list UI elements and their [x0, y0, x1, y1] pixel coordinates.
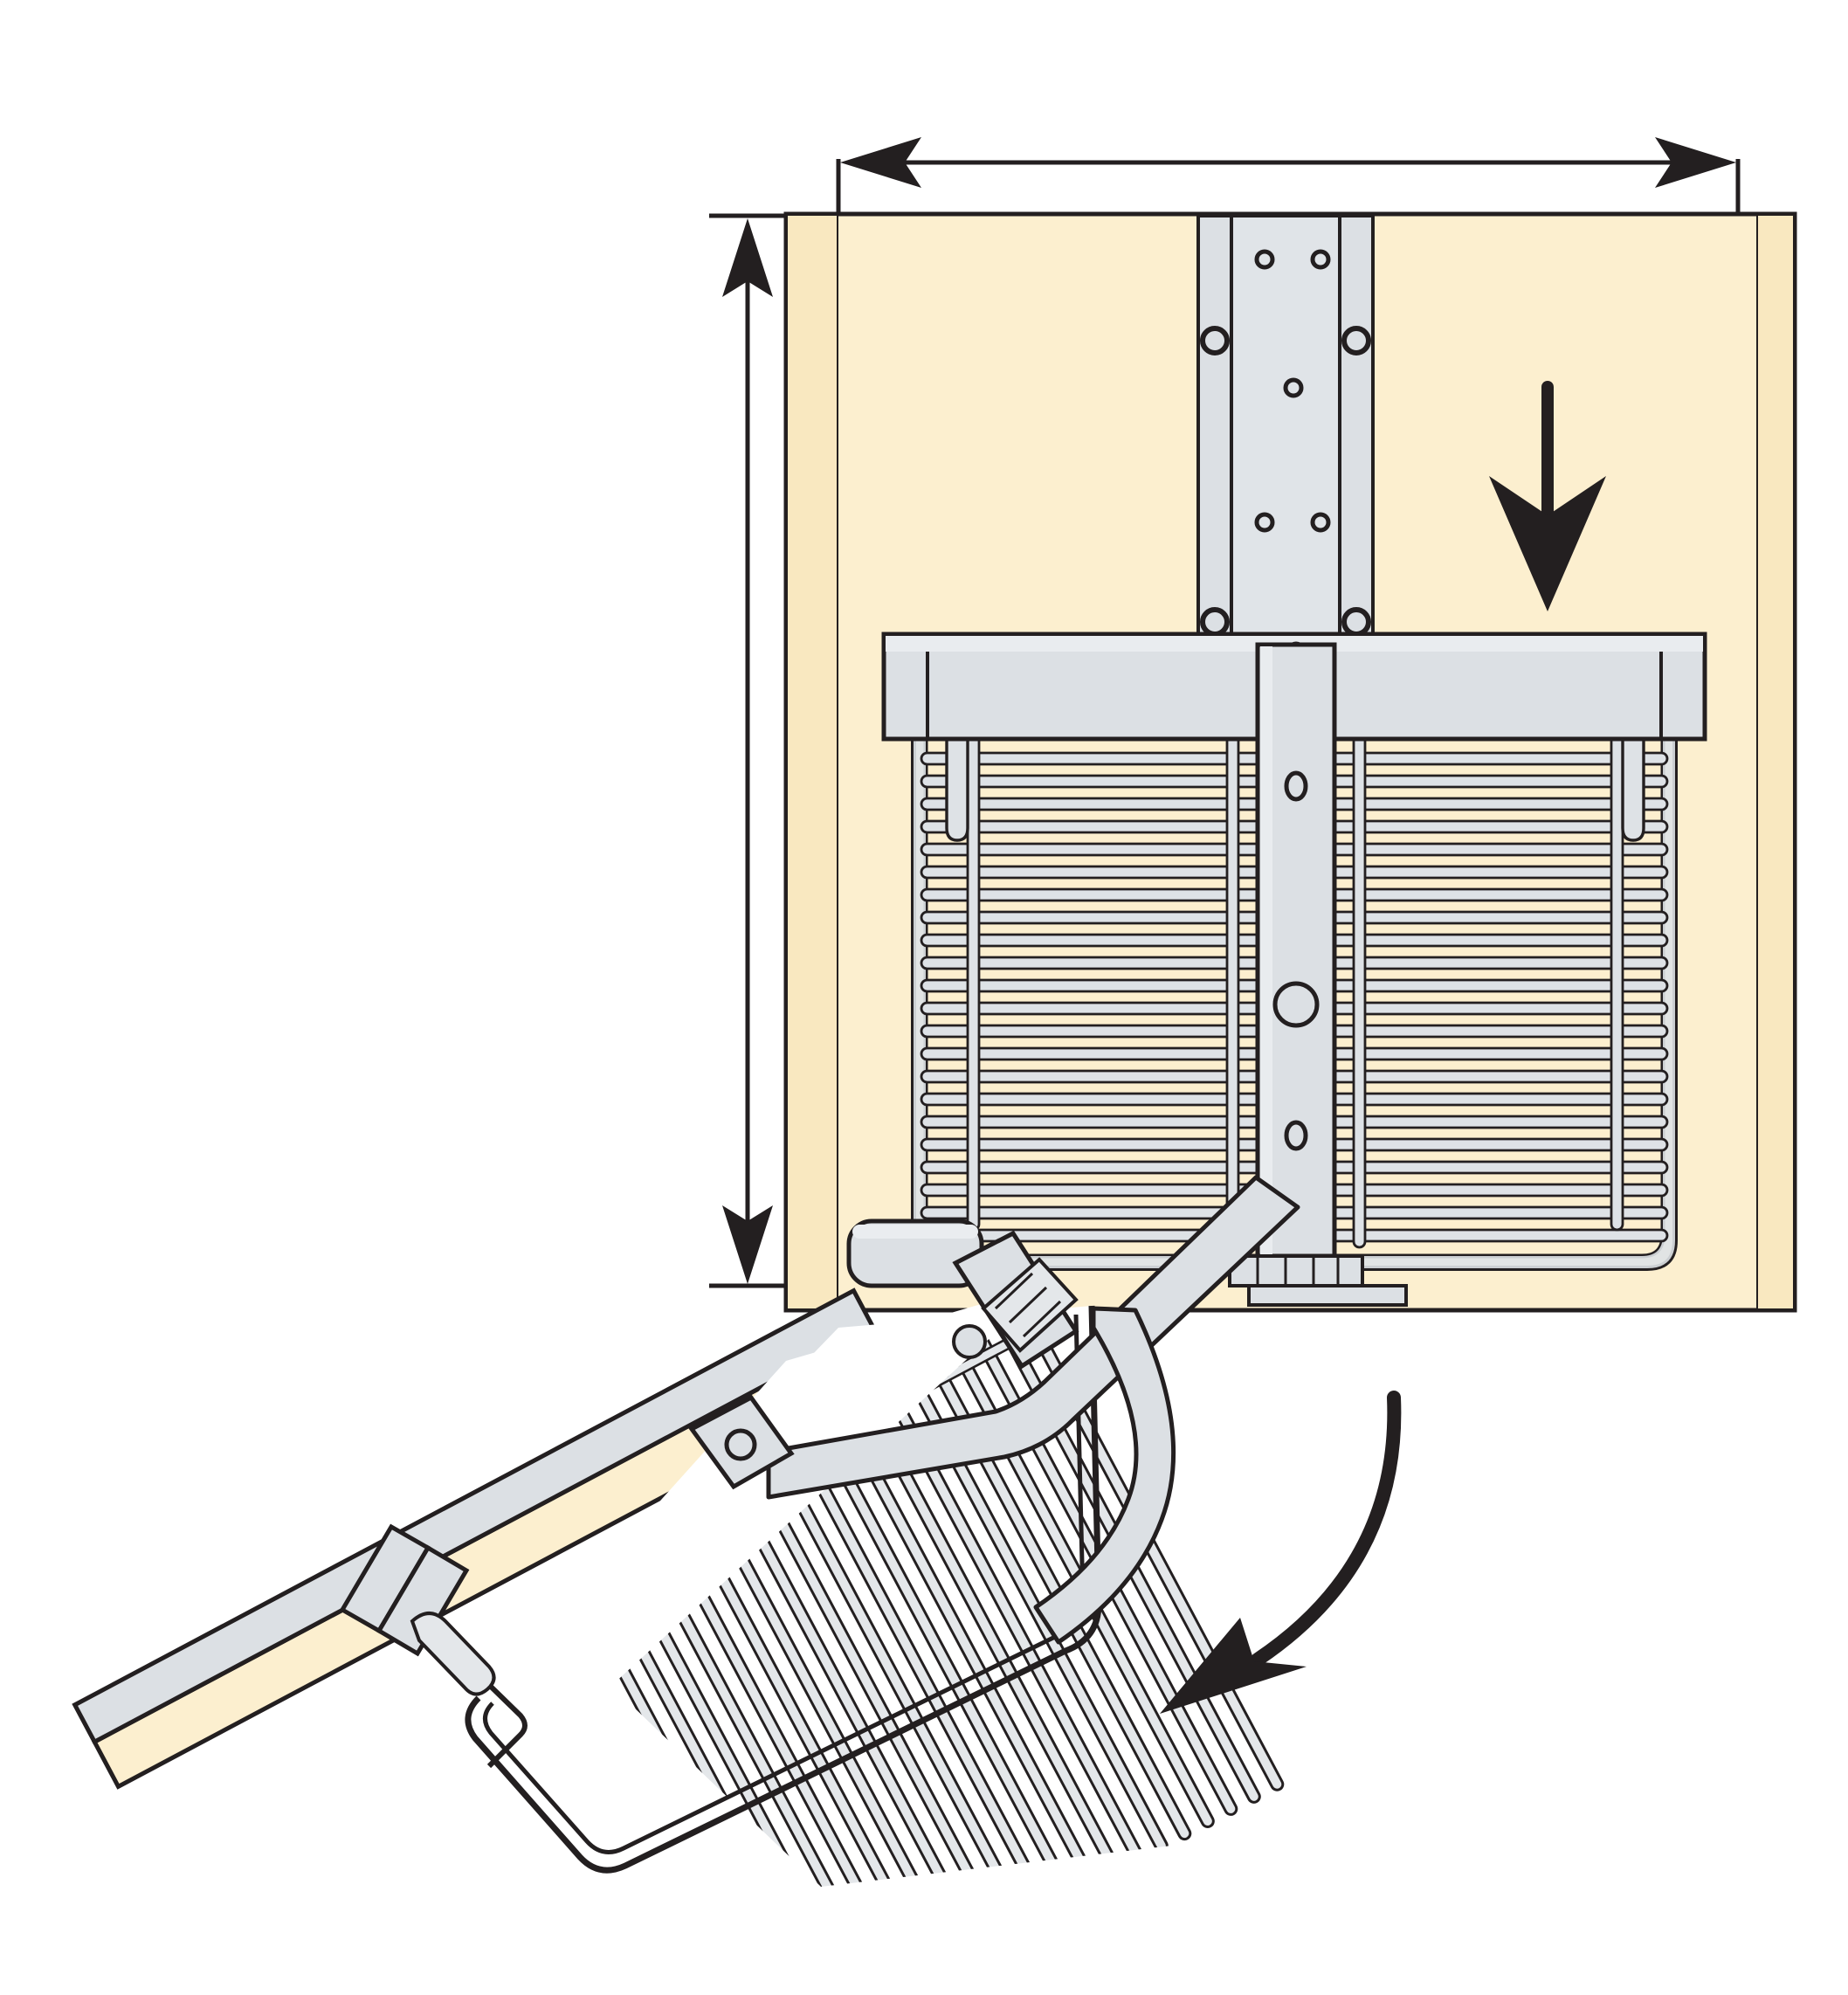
- door-mounting-strip: [72, 1287, 877, 1745]
- swing-arrow-head: [1160, 1618, 1307, 1714]
- mounting-plate-web: [1230, 214, 1341, 645]
- height-arrow-bottom-head: [722, 1205, 773, 1284]
- door-strip-drop-leg: [339, 1523, 470, 1657]
- swing-arm-body: [766, 1175, 1300, 1500]
- basket-vertical-wire: [966, 721, 981, 1232]
- cabinet-height-dimension: [709, 213, 786, 1288]
- mounting-plate-right-flange: [1338, 214, 1375, 645]
- screw-hole: [1200, 326, 1230, 356]
- hinge-knuckle-icon: [724, 1428, 757, 1461]
- tilted-basket-end-rail: [450, 1646, 528, 1769]
- width-arrow-right-head: [1655, 137, 1736, 188]
- vertical-mounting-plate: [1196, 214, 1375, 645]
- cabinet-width-dimension: [836, 137, 1741, 218]
- tilted-rung: [611, 1530, 868, 1887]
- swung-open-door-panel: [72, 1287, 900, 1790]
- rounded-pivot-bracket: [846, 1218, 984, 1288]
- swing-arrow-shaft: [1251, 1391, 1402, 1667]
- tilted-basket-rim: [465, 1305, 1102, 1874]
- center-arm-latch-detail: [1228, 1254, 1408, 1307]
- basket-ladder-detail: [981, 1257, 1079, 1353]
- basket-hanger-hook: [1621, 734, 1645, 842]
- drop-arrow-head: [1489, 476, 1606, 611]
- swing-arm-curved-sweep: [1033, 1306, 1176, 1645]
- center-vertical-arm: [1255, 642, 1337, 1259]
- panel-left-stile: [788, 216, 837, 1308]
- tilted-basket-hook: [410, 1612, 496, 1696]
- center-arm-hole: [1284, 770, 1308, 802]
- mounting-plate-left-flange: [1196, 214, 1233, 645]
- width-arrow-left-head: [840, 137, 921, 188]
- bracket-link-pin: [952, 1324, 987, 1359]
- screw-hole: [1341, 326, 1371, 356]
- basket-vertical-wire: [1225, 721, 1240, 1249]
- latch-foot: [1247, 1284, 1408, 1307]
- downward-motion-arrow: [1489, 381, 1606, 611]
- basket-vertical-wire: [1352, 721, 1367, 1249]
- hinge-knuckle-assembly: [688, 1394, 795, 1490]
- door-strip-leg-lower: [376, 1544, 470, 1657]
- rivet-hole: [1283, 377, 1304, 398]
- panel-right-stile: [1758, 216, 1793, 1308]
- ladder-rung: [1008, 1286, 1048, 1324]
- rivet-hole: [1254, 249, 1275, 270]
- latch-plate: [1228, 1254, 1364, 1287]
- ladder-rung: [994, 1272, 1034, 1310]
- tilt-out-swing-arrow: [1160, 1391, 1402, 1714]
- pivot-bracket-highlight: [852, 1225, 978, 1239]
- bent-swing-arm: [766, 1175, 1300, 1645]
- rivet-hole: [1310, 512, 1331, 533]
- height-arrow-top-head: [722, 218, 773, 297]
- center-arm-pivot-hole: [1272, 981, 1320, 1028]
- basket-vertical-wire: [1610, 721, 1624, 1232]
- center-arm-hole: [1284, 1120, 1308, 1151]
- rivet-hole: [1254, 512, 1275, 533]
- center-arm-highlight: [1260, 646, 1272, 1254]
- basket-hanger-hook: [945, 734, 969, 842]
- rivet-hole: [1310, 249, 1331, 270]
- ladder-rung: [1022, 1300, 1062, 1338]
